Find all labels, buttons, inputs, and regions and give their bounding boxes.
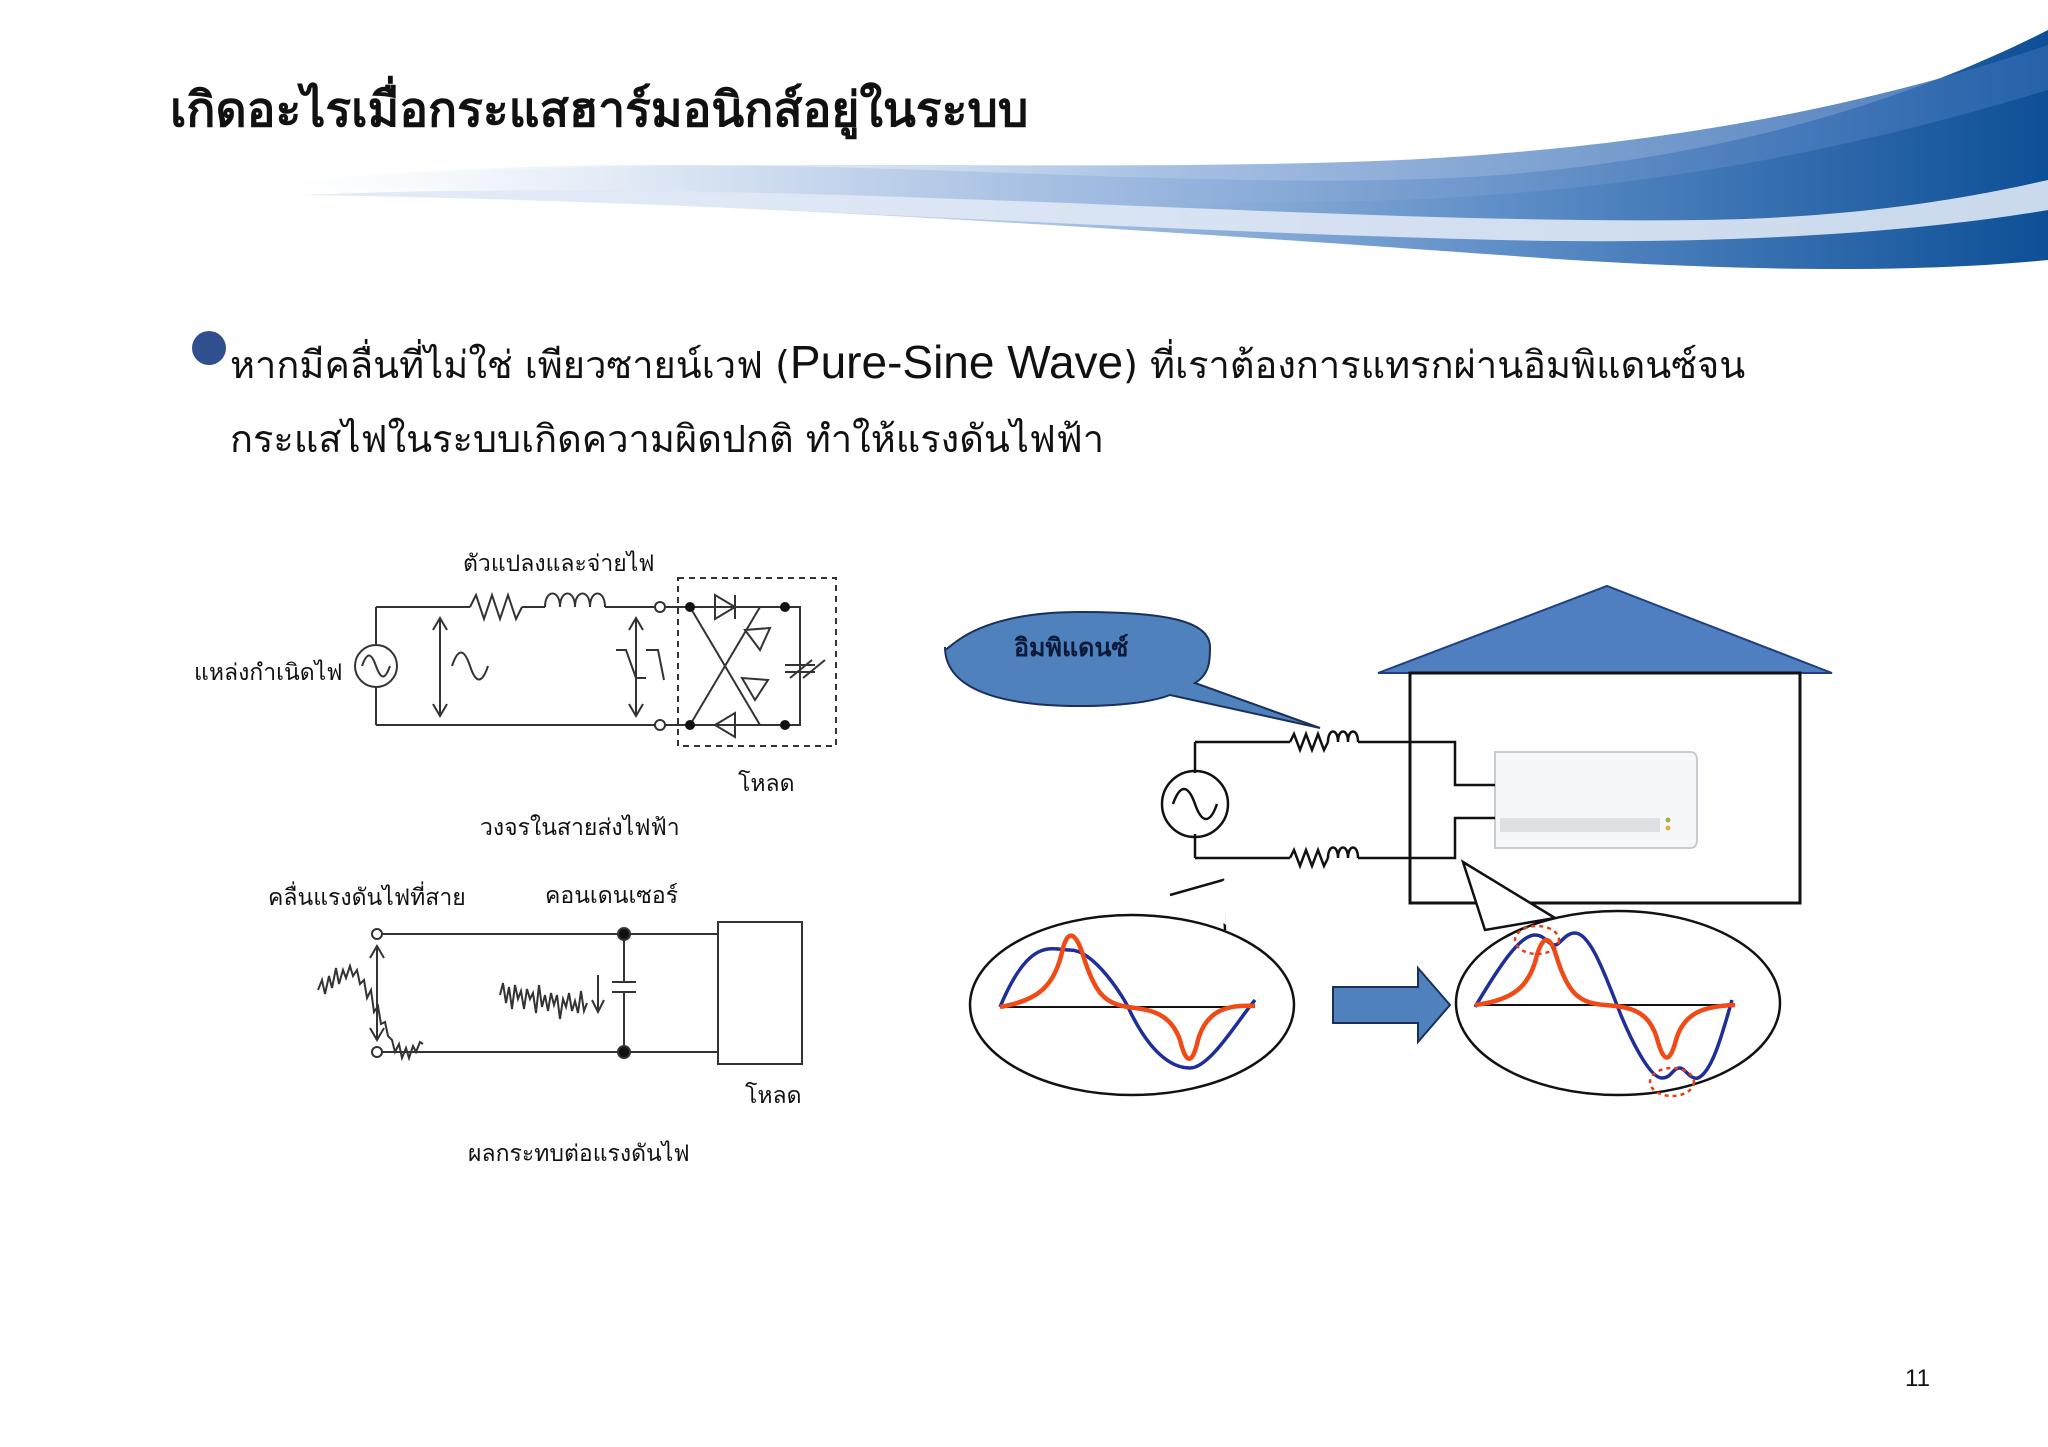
impedance-label: อิมพิแดนซ์: [1014, 633, 1129, 662]
circuit-caption: วงจรในสายส่งไฟฟ้า: [480, 815, 680, 841]
line-wave-label: คลื่นแรงดันไฟที่สาย: [268, 885, 466, 911]
effect-caption: ผลกระทบต่อแรงดันไฟ: [468, 1141, 690, 1167]
transform-arrow: [1332, 965, 1452, 1045]
right-distorted-voltage-wave: [1473, 931, 1734, 1080]
capacitor-label: คอนเดนเซอร์: [545, 883, 679, 909]
lower-load-label: โหลด: [745, 1083, 802, 1109]
bullet-text-after: ) ที่เราต้องการแทรกผ่านอิมพิแดนซ์จน: [1123, 343, 1746, 387]
distortion-trough-highlight: [1648, 1066, 1696, 1098]
ac-source-symbol: [354, 644, 398, 688]
page-number: 11: [1905, 1365, 1930, 1392]
bullet-paragraph: หากมีคลื่นที่ไม่ใช่ เพียวซายน์เวฟ (Pure-…: [230, 325, 1850, 476]
header-banner: [210, 30, 2048, 270]
bullet-text-line2: กระแสไฟในระบบเกิดความผิดปกติ ทำให้แรงดัน…: [230, 417, 1105, 461]
rectifier-box: [677, 577, 837, 747]
distorted-voltage-wave: [317, 962, 424, 1062]
original-waveform-ellipse: [968, 913, 1296, 1097]
bullet-english-term: Pure-Sine Wave: [789, 336, 1124, 388]
air-conditioner-image: [1494, 751, 1698, 849]
upper-load-label: โหลด: [738, 771, 795, 797]
distortion-peak-highlight: [1513, 924, 1561, 956]
house-roof: [1377, 584, 1833, 674]
converter-label: ตัวแปลงและจ่ายไฟ: [463, 551, 655, 577]
bullet-icon: [192, 331, 226, 365]
impedance-bubble: [944, 610, 1321, 729]
page-title: เกิดอะไรเมื่อกระแสฮาร์มอนิกส์อยู่ในระบบ: [170, 82, 1029, 138]
lower-load-box: [717, 921, 803, 1065]
right-harmonic-current: [1474, 937, 1736, 1060]
inductor-coil: [544, 592, 606, 608]
house-body: [1408, 671, 1802, 905]
noise-wave: [499, 982, 588, 1020]
source-label: แหล่งกำเนิดไฟ: [194, 660, 343, 686]
bullet-text-before: หากมีคลื่นที่ไม่ใช่ เพียวซายน์เวฟ (: [230, 343, 790, 387]
ac-generator-symbol: [1160, 769, 1230, 839]
left-harmonic-current: [999, 933, 1256, 1061]
